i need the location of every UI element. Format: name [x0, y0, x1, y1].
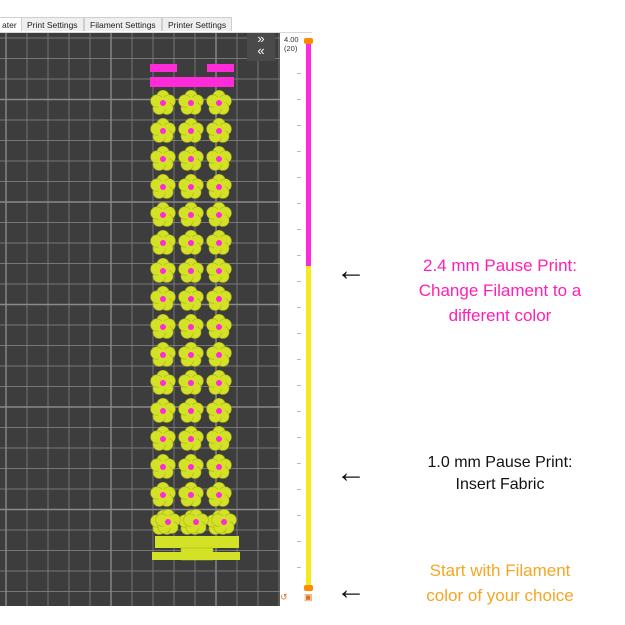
top-strap-bar — [150, 77, 234, 87]
layer-tick — [297, 229, 301, 230]
layer-tick — [297, 359, 301, 360]
flower-center — [193, 519, 199, 525]
flower-center — [160, 380, 166, 386]
layer-tick — [297, 99, 301, 100]
flower-center — [216, 380, 222, 386]
flower-center — [160, 436, 166, 442]
annotation-insert-fabric: 1.0 mm Pause Print: Insert Fabric — [427, 454, 573, 493]
layer-tick — [297, 515, 301, 516]
flower-center — [216, 212, 222, 218]
layer-range-upper — [306, 41, 311, 266]
flower-center — [160, 156, 166, 162]
chevron-left-icon: « — [257, 43, 265, 58]
arrow-left-icon: ← — [336, 254, 366, 287]
bed-background — [0, 33, 280, 606]
buckle-top — [155, 536, 239, 548]
flower-center — [216, 296, 222, 302]
flower-center — [216, 492, 222, 498]
layer-tick — [297, 125, 301, 126]
layer-tick — [297, 203, 301, 204]
tab-print-settings[interactable]: Print Settings — [21, 17, 84, 31]
flower-center — [216, 352, 222, 358]
flower-center — [216, 156, 222, 162]
upper-layer-thumb[interactable] — [304, 38, 313, 44]
flower-center — [188, 492, 194, 498]
flower-center — [216, 408, 222, 414]
flower-center — [216, 436, 222, 442]
flower-center — [188, 352, 194, 358]
flower-center — [216, 100, 222, 106]
flower-center — [160, 324, 166, 330]
flower-center — [188, 464, 194, 470]
chevron-right-icon: » — [257, 33, 265, 46]
collapse-sidebar-button[interactable]: » « — [247, 33, 275, 61]
flower-center — [160, 100, 166, 106]
layer-slider-track[interactable] — [306, 41, 311, 590]
tab-printer-settings[interactable]: Printer Settings — [162, 17, 233, 31]
top-tab-left — [150, 64, 177, 72]
undo-icon[interactable]: ↺ — [280, 592, 288, 602]
flower-center — [160, 212, 166, 218]
layer-tick — [297, 307, 301, 308]
flower-center — [160, 268, 166, 274]
top-tab-right — [207, 64, 234, 72]
flower-center — [188, 100, 194, 106]
flower-center — [216, 268, 222, 274]
flower-center — [188, 184, 194, 190]
flower-center — [160, 464, 166, 470]
flower-center — [160, 296, 166, 302]
layer-tick — [297, 385, 301, 386]
flower-center — [188, 212, 194, 218]
flower-center — [188, 268, 194, 274]
annotation-color-change: 2.4 mm Pause Print: Change Filament to a… — [418, 256, 582, 325]
flower-center — [188, 436, 194, 442]
layer-tick — [297, 333, 301, 334]
layer-slider-panel: 4.00 (20) ↺ ▣ — [280, 33, 313, 606]
arrow-left-icon: ← — [336, 573, 366, 606]
layer-height-label: 4.00 (20) — [284, 35, 299, 53]
flower-center — [188, 156, 194, 162]
layer-tick — [297, 177, 301, 178]
flower-center — [216, 464, 222, 470]
flower-center — [160, 184, 166, 190]
layer-tick — [297, 437, 301, 438]
flower-center — [216, 324, 222, 330]
tab-plater[interactable]: ater — [0, 17, 23, 31]
layer-tick — [297, 411, 301, 412]
flower-center — [216, 240, 222, 246]
flower-center — [160, 128, 166, 134]
layer-tick — [297, 73, 301, 74]
flower-center — [216, 128, 222, 134]
bed-preview — [0, 33, 280, 606]
flower-center — [216, 184, 222, 190]
flower-center — [221, 519, 227, 525]
flower-center — [160, 408, 166, 414]
layer-tick — [297, 281, 301, 282]
flower-center — [188, 296, 194, 302]
buckle-base — [152, 552, 240, 560]
layer-tick — [297, 255, 301, 256]
flower-center — [160, 240, 166, 246]
layer-tick — [297, 151, 301, 152]
flower-center — [188, 128, 194, 134]
arrow-left-icon: ← — [336, 456, 366, 489]
flower-center — [165, 519, 171, 525]
flower-center — [188, 240, 194, 246]
layer-tick — [297, 463, 301, 464]
flower-center — [160, 352, 166, 358]
layer-tick — [297, 567, 301, 568]
flower-center — [188, 380, 194, 386]
layer-tick — [297, 541, 301, 542]
annotation-start-filament: Start with Filament color of your choice — [426, 561, 574, 605]
lower-layer-thumb[interactable] — [304, 585, 313, 591]
flower-center — [188, 324, 194, 330]
3d-preview-viewport[interactable]: » « — [0, 33, 280, 606]
tab-bar: ater Print Settings Filament Settings Pr… — [0, 0, 312, 33]
layer-range-lower — [306, 266, 311, 590]
flower-center — [160, 492, 166, 498]
tab-filament-settings[interactable]: Filament Settings — [84, 17, 162, 31]
lock-icon[interactable]: ▣ — [304, 592, 313, 602]
layer-tick — [297, 489, 301, 490]
flower-center — [188, 408, 194, 414]
